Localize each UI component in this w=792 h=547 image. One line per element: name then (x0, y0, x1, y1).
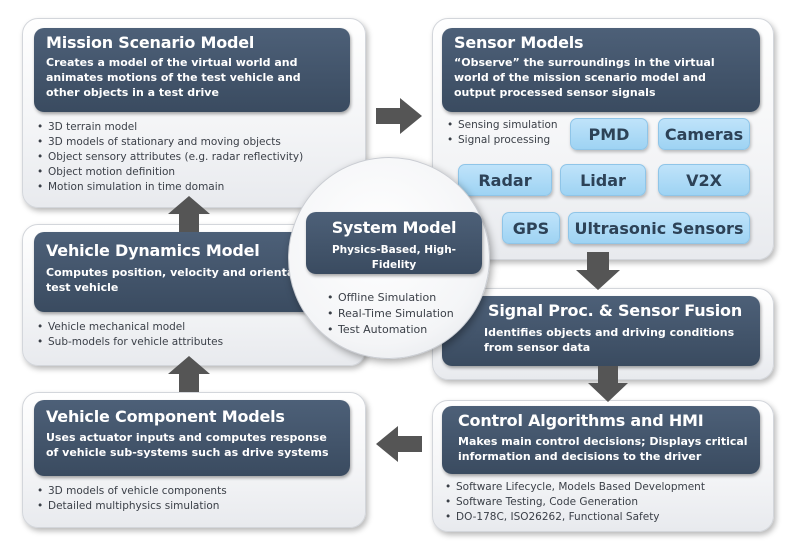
control-algorithms-desc: Makes main control decisions; Displays c… (458, 435, 748, 463)
list-item: 3D models of vehicle components (36, 484, 227, 499)
list-item: Signal processing (446, 133, 558, 148)
sensor-ultrasonic: Ultrasonic Sensors (568, 212, 750, 244)
list-item: Detailed multiphysics simulation (36, 499, 227, 514)
vehicle-component-header: Vehicle Component Models Uses actuator i… (34, 400, 350, 476)
list-item: Sensing simulation (446, 118, 558, 133)
list-item: Software Lifecycle, Models Based Develop… (444, 480, 705, 495)
sensor-lidar: Lidar (560, 164, 646, 196)
vehicle-dynamics-list: Vehicle mechanical model Sub-models for … (36, 320, 223, 350)
vehicle-dynamics-title: Vehicle Dynamics Model (46, 241, 260, 260)
arrow-up-icon (168, 196, 210, 232)
mission-scenario-list: 3D terrain model 3D models of stationary… (36, 120, 303, 195)
arrow-right-icon (376, 98, 422, 134)
sensor-models-desc: “Observe” the surroundings in the virtua… (454, 56, 715, 99)
sensor-v2x: V2X (658, 164, 750, 196)
sensor-models-list: Sensing simulation Signal processing (446, 118, 558, 148)
list-item: Object motion definition (36, 165, 303, 180)
sensor-models-header: Sensor Models “Observe” the surroundings… (442, 28, 760, 112)
vehicle-component-list: 3D models of vehicle components Detailed… (36, 484, 227, 514)
sensor-models-title: Sensor Models (454, 33, 584, 52)
list-item: Motion simulation in time domain (36, 180, 303, 195)
arrow-down-icon (576, 252, 620, 290)
mission-scenario-title: Mission Scenario Model (46, 33, 255, 52)
sensor-gps: GPS (502, 212, 560, 244)
mission-scenario-desc: Creates a model of the virtual world and… (46, 56, 301, 99)
signal-proc-header: Signal Proc. & Sensor Fusion Identifies … (442, 296, 760, 366)
arrow-up-icon (168, 356, 210, 392)
list-item: Test Automation (326, 322, 454, 338)
system-model-header: System Model Physics-Based, High-Fidelit… (306, 212, 482, 274)
vehicle-component-desc: Uses actuator inputs and computes respon… (46, 431, 329, 459)
sensor-pmd: PMD (570, 118, 648, 150)
system-model-list: Offline Simulation Real-Time Simulation … (326, 290, 454, 338)
list-item: DO-178C, ISO26262, Functional Safety (444, 510, 705, 525)
mission-scenario-header: Mission Scenario Model Creates a model o… (34, 28, 350, 112)
list-item: Offline Simulation (326, 290, 454, 306)
list-item: Object sensory attributes (e.g. radar re… (36, 150, 303, 165)
sensor-radar: Radar (458, 164, 552, 196)
system-model-subtitle: Physics-Based, High-Fidelity (331, 244, 457, 271)
arrow-left-icon (376, 426, 422, 462)
vehicle-component-title: Vehicle Component Models (46, 407, 285, 426)
control-algorithms-title: Control Algorithms and HMI (458, 411, 704, 430)
sensor-cameras: Cameras (658, 118, 750, 150)
vehicle-dynamics-desc: Computes position, velocity and orientat… (46, 266, 335, 294)
list-item: Real-Time Simulation (326, 306, 454, 322)
arrow-down-icon (588, 366, 628, 402)
list-item: Software Testing, Code Generation (444, 495, 705, 510)
list-item: 3D terrain model (36, 120, 303, 135)
list-item: 3D models of stationary and moving objec… (36, 135, 303, 150)
system-model-title: System Model (331, 218, 457, 237)
signal-proc-desc: Identifies objects and driving condition… (484, 326, 735, 354)
list-item: Sub-models for vehicle attributes (36, 335, 223, 350)
signal-proc-title: Signal Proc. & Sensor Fusion (488, 301, 743, 320)
list-item: Vehicle mechanical model (36, 320, 223, 335)
control-algorithms-header: Control Algorithms and HMI Makes main co… (442, 406, 760, 474)
control-algorithms-list: Software Lifecycle, Models Based Develop… (444, 480, 705, 525)
